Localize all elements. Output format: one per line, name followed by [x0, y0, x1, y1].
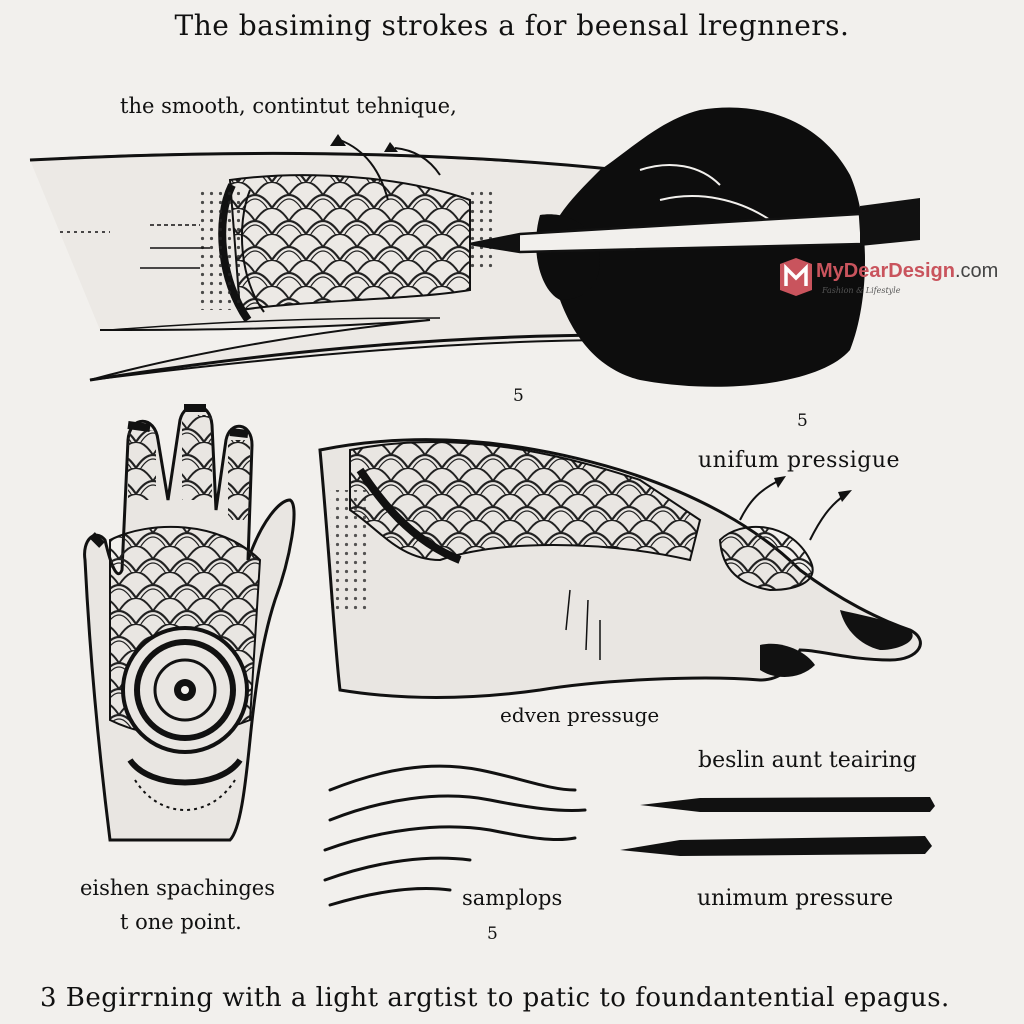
- label-eishen-line2: t one point.: [120, 910, 242, 934]
- footer-caption: 3 Begirrning with a light argtist to pat…: [40, 983, 950, 1013]
- label-uniform-pressure: unifum pressigue: [698, 448, 901, 473]
- step-number: 5: [797, 411, 808, 431]
- page-title: The basiming strokes a for beensal lregn…: [174, 9, 850, 42]
- step-number: 5: [513, 386, 524, 406]
- logo-m-icon: [780, 258, 812, 296]
- label-eishen-line1: eishen spachinges: [80, 876, 275, 900]
- side-hand-illustration: [318, 438, 922, 699]
- label-unimum-pressure: unimum pressure: [697, 886, 894, 911]
- logo-wordmark: MyDearDesign.com: [816, 260, 998, 283]
- label-smooth-technique: the smooth, contintut tehnique,: [120, 94, 457, 118]
- brand-logo: MyDearDesign.com Fashion & Lifestyle: [778, 256, 998, 296]
- top-arm-illustration: [29, 107, 920, 387]
- label-beslin: beslin aunt teairing: [698, 748, 917, 773]
- logo-tld: .com: [954, 260, 999, 282]
- label-samplops: samplops: [462, 886, 563, 910]
- logo-tagline: Fashion & Lifestyle: [822, 286, 901, 295]
- palm-hand-illustration: [83, 404, 296, 842]
- step-number: 5: [487, 924, 498, 944]
- henna-cones: [620, 797, 935, 856]
- logo-brand-rest: Design: [888, 260, 955, 282]
- logo-brand: MyDear: [816, 260, 889, 282]
- label-even-pressure: edven pressuge: [500, 703, 660, 727]
- stroke-samples: [323, 764, 587, 907]
